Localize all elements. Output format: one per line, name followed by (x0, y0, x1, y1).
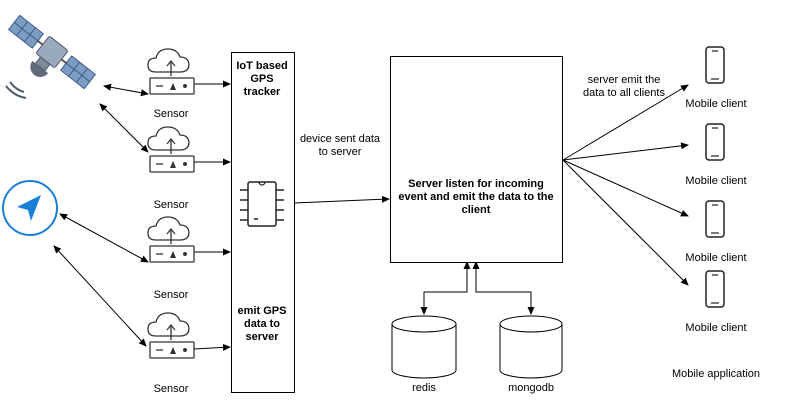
microchip-icon (240, 181, 284, 227)
edge-tracker-server (293, 195, 390, 204)
edge-server-client-2 (562, 142, 689, 161)
database-cylinder-icon (499, 315, 563, 379)
edge-satellite-sensor-2 (99, 103, 149, 153)
tracker-title: IoT based GPS tracker (236, 60, 288, 98)
mobile-phone-icon (705, 46, 725, 84)
sensor-label-4: Sensor (153, 383, 189, 395)
client-label-1: Mobile client (685, 98, 747, 110)
server-box (390, 56, 563, 263)
sensor-label-2: Sensor (153, 199, 189, 211)
mobile-phone-icon (705, 200, 725, 238)
cloud-upload-sensor-icon (147, 216, 195, 263)
edge-nav-sensor-4 (53, 245, 147, 347)
tracker-emit-text: emit GPS data to server (237, 305, 287, 343)
navigation-arrow-icon (2, 180, 58, 236)
cloud-upload-sensor-icon (147, 312, 195, 359)
cloud-upload-sensor-icon (147, 48, 195, 95)
edge-label-server-to-clients: server emit the data to all clients (583, 74, 665, 99)
database-label-mongodb: mongodb (508, 382, 554, 394)
edge-server-mongodb (472, 261, 535, 315)
client-label-2: Mobile client (685, 175, 747, 187)
edge-sensor-4-tracker (193, 343, 231, 351)
server-title: Server listen for incoming event and emi… (398, 178, 554, 216)
edge-nav-sensor-3 (59, 213, 149, 263)
database-cylinder-icon (391, 315, 457, 379)
edge-server-client-4 (562, 159, 689, 286)
cloud-upload-sensor-icon (147, 126, 195, 173)
client-label-3: Mobile client (685, 252, 747, 264)
mobile-phone-icon (705, 123, 725, 161)
database-label-redis: redis (412, 382, 436, 394)
edge-satellite-sensor-1 (103, 83, 149, 97)
sensor-label-3: Sensor (153, 289, 189, 301)
satellite-icon (7, 14, 97, 90)
signal-waves-icon (5, 81, 27, 99)
edge-server-redis (420, 261, 471, 315)
sensor-label-1: Sensor (153, 108, 189, 120)
edge-label-device-to-server: device sent data to server (299, 133, 381, 158)
edge-server-client-1 (562, 84, 689, 161)
client-label-4: Mobile client (685, 322, 747, 334)
clients-group-label: Mobile application (671, 368, 761, 380)
edge-server-client-3 (562, 159, 689, 217)
mobile-phone-icon (705, 270, 725, 308)
